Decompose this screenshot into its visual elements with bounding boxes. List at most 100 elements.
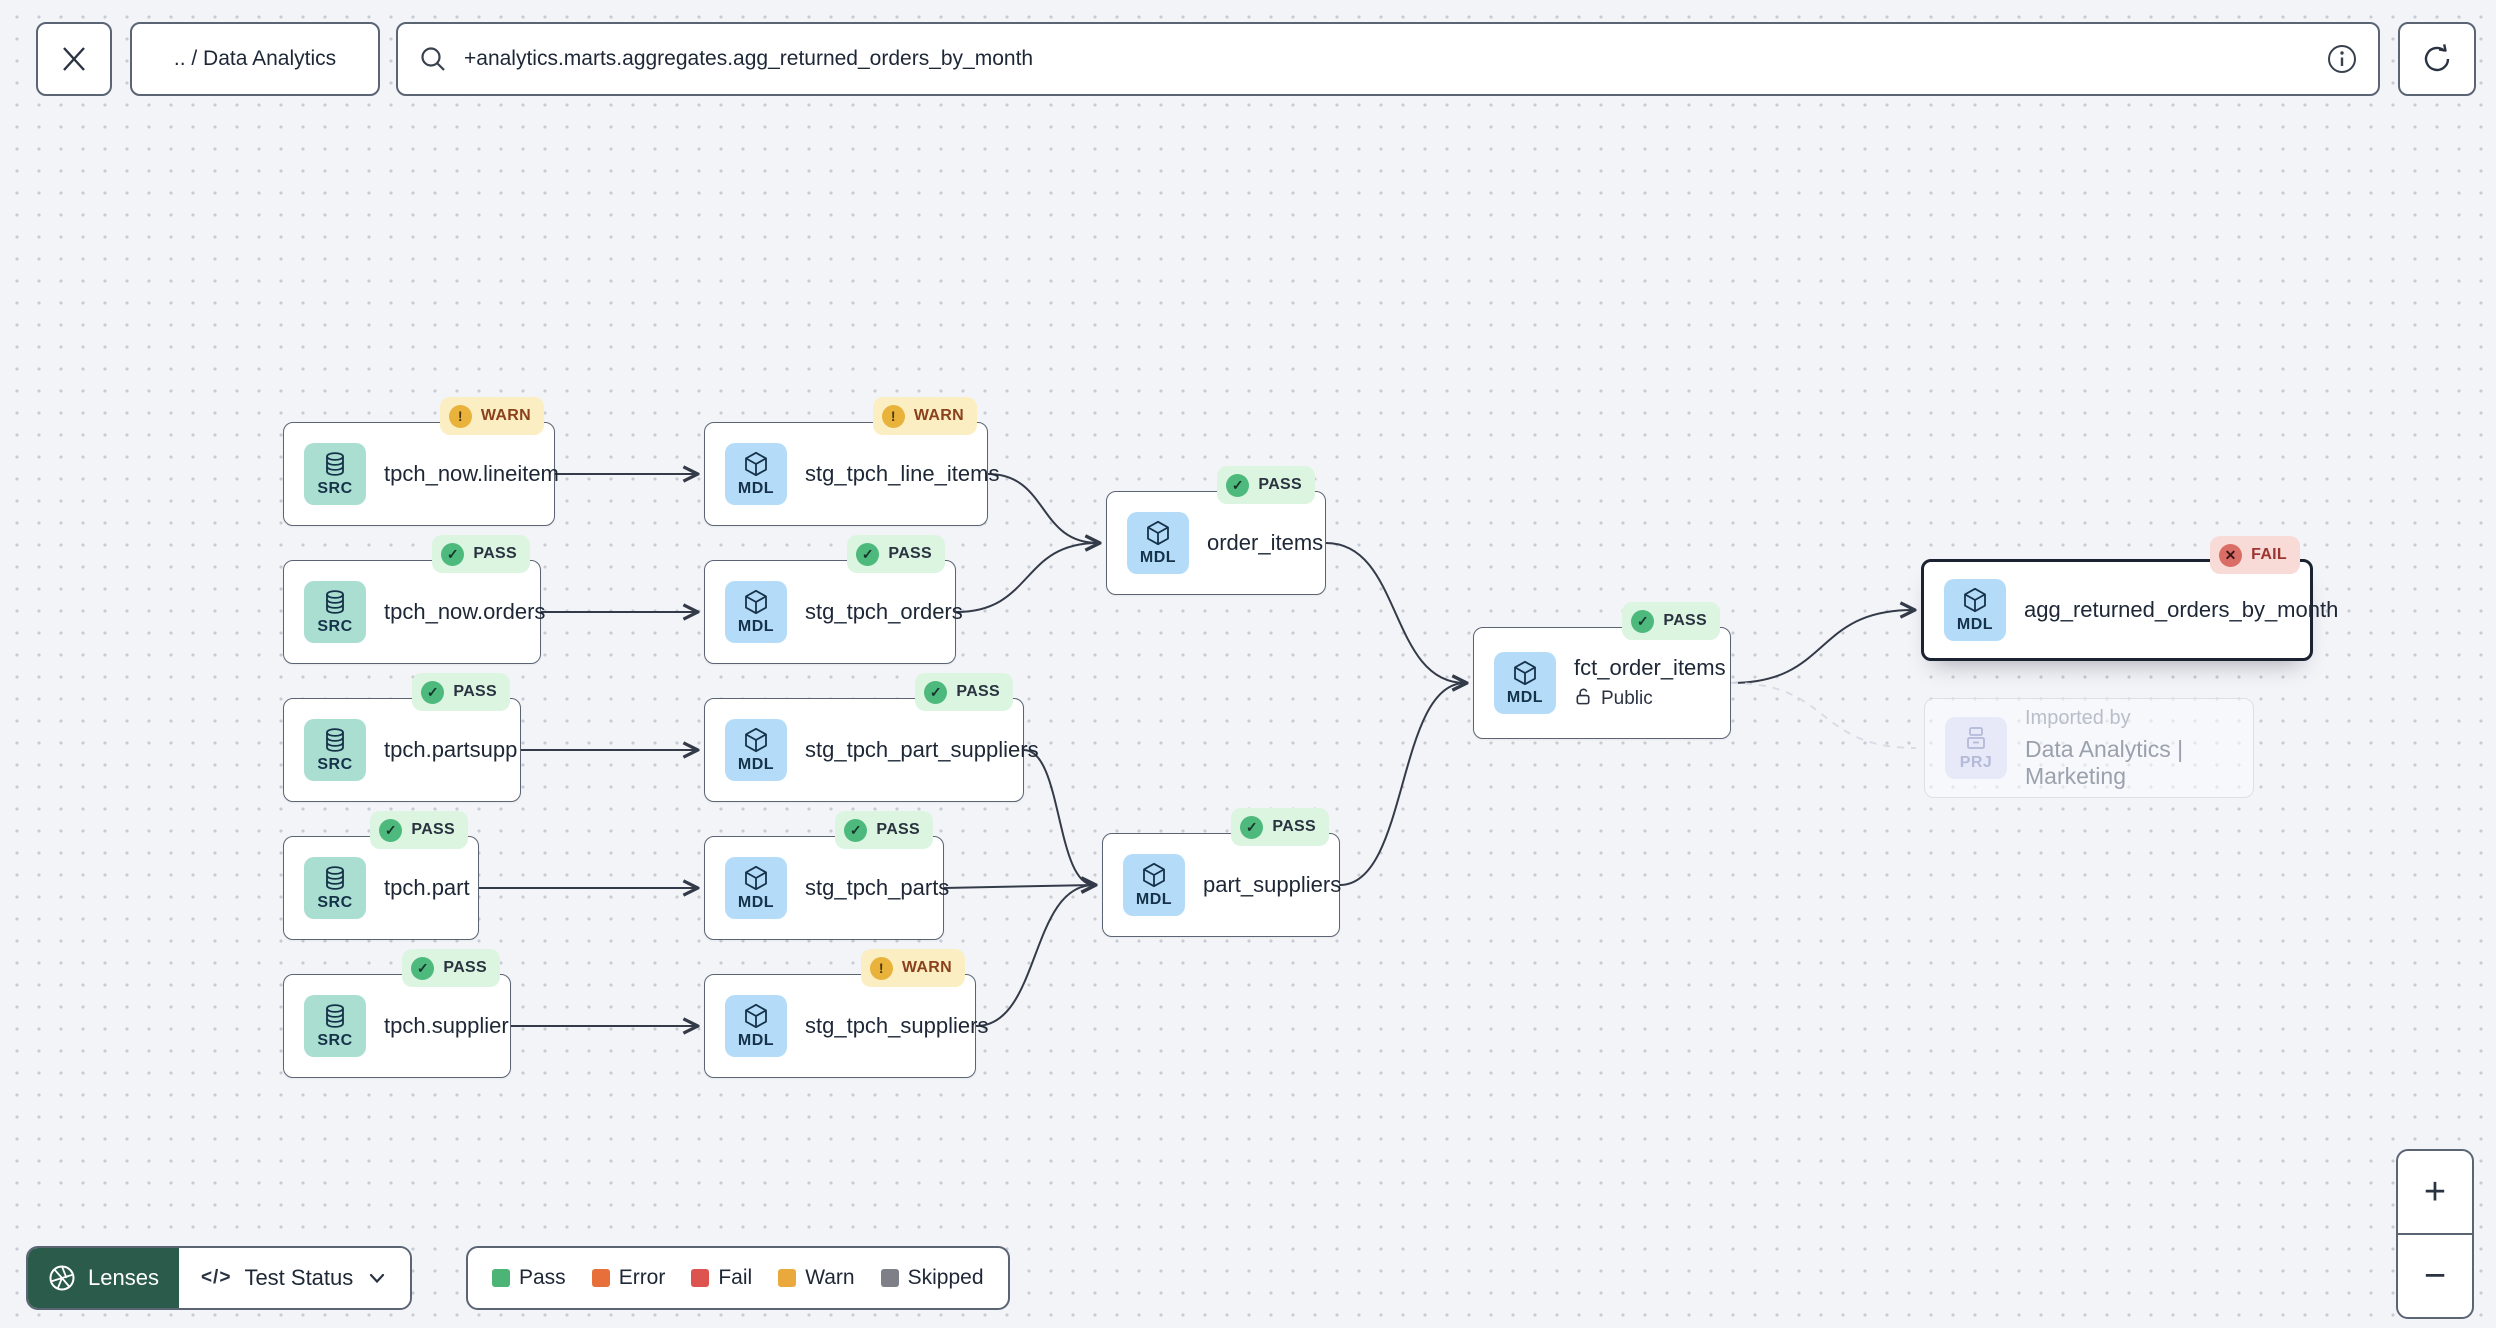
status-icon: !: [869, 956, 893, 980]
graph-node-stg_tpch_parts[interactable]: MDL stg_tpch_parts ✓PASS: [704, 811, 949, 940]
cube-icon: [742, 864, 770, 892]
legend-label: Pass: [519, 1266, 566, 1289]
cube-icon-tile: MDL: [1944, 579, 2006, 641]
node-body: stg_tpch_part_suppliers: [805, 737, 1039, 763]
status-label: PASS: [876, 821, 920, 838]
cube-icon-tile: MDL: [725, 443, 787, 505]
refresh-button[interactable]: [2398, 22, 2476, 96]
code-icon: </>: [200, 1267, 232, 1288]
status-label: FAIL: [2251, 546, 2287, 563]
node-title: tpch.part: [384, 875, 470, 900]
node-body: stg_tpch_parts: [805, 875, 949, 901]
graph-node-tpch_now_lineitem[interactable]: SRC tpch_now.lineitem! WARN: [283, 397, 559, 526]
legend-label: Skipped: [907, 1266, 984, 1289]
selected-lens-label: Test Status: [244, 1265, 354, 1290]
status-badge-pass: ✓PASS: [370, 811, 468, 849]
graph-node-imported_by[interactable]: PRJ Imported by Data Analytics | Marketing: [1924, 698, 2254, 798]
legend-label: Error: [618, 1266, 666, 1289]
node-subtitle: Data Analytics | Marketing: [2025, 735, 2184, 789]
status-icon: ✓: [411, 956, 435, 980]
node-title: stg_tpch_orders: [805, 599, 963, 624]
legend-item-pass: Pass: [492, 1266, 566, 1290]
status-badge-pass: ✓PASS: [1231, 808, 1329, 846]
database-icon: [321, 450, 349, 478]
node-body: tpch.supplier: [384, 1013, 509, 1039]
legend-swatch: [691, 1269, 710, 1287]
cube-icon: [1511, 659, 1539, 687]
status-badge-pass: ✓PASS: [835, 811, 933, 849]
node-body: stg_tpch_orders: [805, 599, 963, 625]
node-body: tpch.part: [384, 875, 470, 901]
node-body: stg_tpch_suppliers: [805, 1013, 988, 1039]
project-icon-tile: PRJ: [1945, 717, 2007, 779]
node-type-label: SRC: [317, 480, 353, 497]
database-icon-tile: SRC: [304, 719, 366, 781]
lock-open-icon: [1574, 687, 1593, 712]
status-label: WARN: [913, 407, 964, 424]
info-icon[interactable]: [2326, 43, 2358, 75]
status-label: PASS: [453, 683, 497, 700]
close-button[interactable]: [36, 22, 112, 96]
status-badge-warn: ! WARN: [439, 397, 544, 435]
node-type-label: MDL: [1506, 689, 1544, 706]
cube-icon: [742, 1002, 770, 1030]
node-body: Imported by Data Analytics | Marketing: [2025, 707, 2233, 790]
legend-item-warn: Warn: [778, 1266, 855, 1290]
status-label: PASS: [443, 959, 487, 976]
database-icon: [321, 864, 349, 892]
cube-icon: [742, 588, 770, 616]
legend-swatch: [591, 1269, 610, 1287]
node-title: tpch_now.lineitem: [384, 461, 559, 486]
node-body: order_items: [1207, 530, 1323, 556]
status-icon: !: [448, 404, 472, 428]
lens-selector[interactable]: </> Test Status: [178, 1248, 411, 1308]
status-label: PASS: [888, 545, 932, 562]
status-label: PASS: [956, 683, 1000, 700]
zoom-out-button[interactable]: −: [2423, 1254, 2447, 1297]
status-label: PASS: [1272, 818, 1316, 835]
status-badge-warn: !WARN: [860, 949, 965, 987]
status-icon: ✓: [856, 542, 880, 566]
node-type-label: MDL: [1956, 616, 1994, 633]
node-title: stg_tpch_suppliers: [805, 1013, 989, 1038]
zoom-in-button[interactable]: +: [2398, 1151, 2472, 1235]
status-icon: ✕: [2219, 543, 2243, 567]
cube-icon-tile: MDL: [725, 719, 787, 781]
access-text: Public: [1601, 688, 1653, 709]
database-icon: [321, 588, 349, 616]
search-input[interactable]: [464, 47, 2310, 71]
graph-node-tpch_part[interactable]: SRC tpch.part ✓PASS: [283, 811, 479, 940]
node-title: stg_tpch_part_suppliers: [805, 737, 1039, 762]
cube-icon-tile: MDL: [1127, 512, 1189, 574]
database-icon-tile: SRC: [304, 857, 366, 919]
node-type-label: MDL: [737, 894, 775, 911]
cube-icon: [742, 726, 770, 754]
node-body: tpch.partsupp: [384, 737, 517, 763]
status-label: PASS: [1258, 476, 1302, 493]
breadcrumb[interactable]: .. / Data Analytics: [130, 22, 380, 96]
search-bar[interactable]: [396, 22, 2380, 96]
lenses-label: Lenses: [88, 1265, 159, 1290]
node-title: Imported by: [2025, 706, 2131, 729]
project-icon: [1962, 724, 1990, 752]
legend-swatch: [492, 1269, 510, 1287]
status-label: WARN: [480, 407, 531, 424]
legend-label: Warn: [805, 1266, 855, 1289]
lenses-button[interactable]: Lenses: [28, 1248, 179, 1308]
status-badge-warn: !WARN: [872, 397, 977, 435]
status-badge-pass: ✓ PASS: [402, 949, 500, 987]
